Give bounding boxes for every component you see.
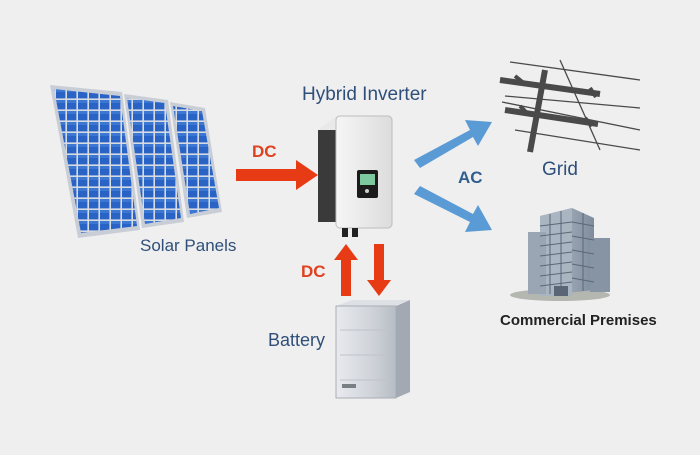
inverter-icon [318, 115, 393, 237]
utility-pole-icon [499, 59, 641, 153]
label-dc-top: DC [252, 142, 277, 161]
label-ac: AC [458, 168, 483, 187]
dc-arrow-right [236, 160, 318, 190]
building-icon [510, 208, 610, 301]
label-dc-bottom: DC [301, 262, 326, 281]
label-hybrid-inverter: Hybrid Inverter [302, 84, 427, 105]
battery-icon [335, 300, 410, 399]
ac-arrow-to-premises [414, 186, 492, 232]
label-solar-panels: Solar Panels [140, 236, 237, 255]
dc-arrow-down [367, 244, 391, 296]
solar-panel-icon [50, 85, 222, 238]
dc-arrow-up [334, 244, 358, 296]
label-commercial-premises: Commercial Premises [500, 312, 657, 329]
label-grid: Grid [542, 159, 578, 180]
ac-arrow-to-grid [414, 120, 492, 168]
label-battery: Battery [268, 330, 326, 350]
